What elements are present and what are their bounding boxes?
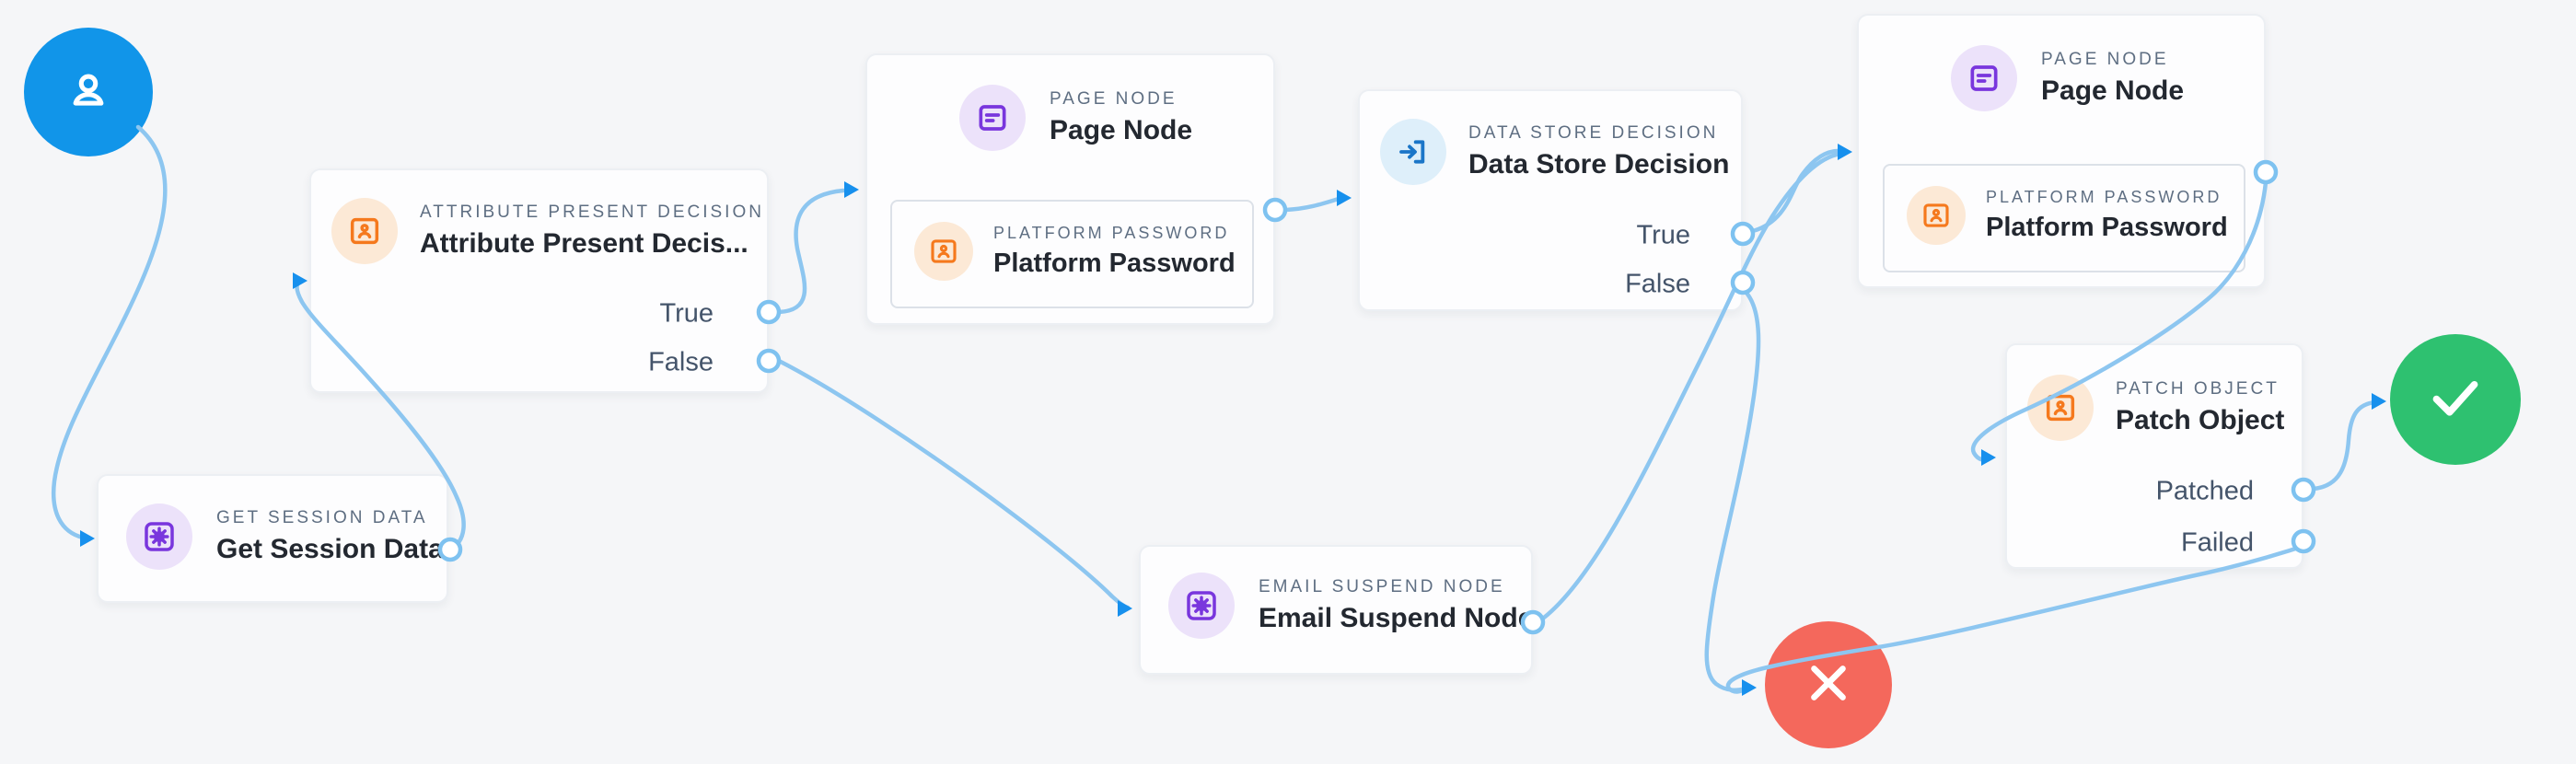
output-true-label: True	[659, 298, 714, 329]
arrowhead	[1118, 600, 1132, 617]
x-icon	[1797, 652, 1860, 719]
user-icon	[59, 61, 118, 124]
node-page-node-2[interactable]: PAGE NODE Page Node PLATFORM PASSWORD Pl…	[1857, 14, 2266, 288]
id-card-icon	[331, 198, 398, 264]
start-node[interactable]	[24, 28, 153, 156]
node-category-label: PAGE NODE	[1050, 89, 1178, 109]
output-false-label: False	[648, 347, 714, 377]
node-title: Attribute Present Decis...	[420, 228, 748, 259]
subnode-category-label: PLATFORM PASSWORD	[1986, 188, 2222, 206]
arrowhead	[2372, 393, 2386, 410]
node-title: Email Suspend Node	[1259, 603, 1534, 633]
arrowhead	[1337, 190, 1352, 206]
page-icon	[959, 85, 1026, 151]
node-page-node-1[interactable]: PAGE NODE Page Node PLATFORM PASSWORD Pl…	[865, 53, 1275, 325]
edge-attribute-true-to-page-node-1	[776, 188, 846, 315]
node-attribute-present-decision[interactable]: ATTRIBUTE PRESENT DECISION Attribute Pre…	[309, 168, 769, 393]
arrowhead	[1838, 144, 1852, 160]
subnode-title: Platform Password	[993, 249, 1236, 278]
node-category-label: DATA STORE DECISION	[1468, 123, 1719, 143]
node-category-label: PAGE NODE	[2041, 50, 2169, 69]
output-failed-label: Failed	[2181, 527, 2254, 558]
subnode-category-label: PLATFORM PASSWORD	[993, 224, 1230, 242]
failure-node[interactable]	[1765, 621, 1892, 748]
node-title: Get Session Data	[216, 534, 444, 564]
edge-page-node-1-to-data-store	[1282, 196, 1341, 213]
node-data-store-decision[interactable]: DATA STORE DECISION Data Store Decision …	[1358, 89, 1743, 311]
output-false-label: False	[1625, 269, 1690, 299]
page-icon	[1951, 45, 2017, 111]
node-patch-object[interactable]: PATCH OBJECT Patch Object Patched Failed	[2005, 343, 2303, 569]
gear-icon	[126, 504, 192, 570]
arrowhead	[844, 181, 859, 198]
node-email-suspend[interactable]: EMAIL SUSPEND NODE Email Suspend Node	[1139, 545, 1533, 675]
node-title: Patch Object	[2116, 405, 2285, 435]
node-category-label: ATTRIBUTE PRESENT DECISION	[420, 203, 764, 222]
subnode-title: Platform Password	[1986, 213, 2228, 242]
output-true-label: True	[1636, 220, 1690, 250]
arrowhead	[1742, 679, 1757, 696]
edge-data-store-true-to-page-node-2	[1750, 148, 1844, 234]
data-store-icon	[1380, 119, 1446, 185]
edge-data-store-false-to-failure	[1704, 289, 1761, 692]
subnode-platform-password[interactable]: PLATFORM PASSWORD Platform Password	[1883, 164, 2245, 272]
node-category-label: GET SESSION DATA	[216, 508, 428, 527]
arrowhead	[80, 530, 95, 547]
id-card-icon	[914, 222, 973, 281]
success-node[interactable]	[2390, 334, 2521, 465]
node-category-label: PATCH OBJECT	[2116, 379, 2280, 399]
edge-patched-to-success	[2311, 399, 2378, 492]
output-patched-label: Patched	[2155, 476, 2254, 506]
arrowhead	[1981, 449, 1996, 466]
edge-attribute-false-to-email-suspend	[776, 358, 1131, 610]
id-card-icon	[1907, 186, 1966, 245]
node-title: Page Node	[1050, 115, 1193, 145]
id-card-icon	[2027, 375, 2094, 441]
node-category-label: EMAIL SUSPEND NODE	[1259, 577, 1505, 596]
check-icon	[2420, 363, 2490, 437]
node-title: Page Node	[2041, 75, 2185, 106]
gear-icon	[1168, 573, 1235, 639]
node-title: Data Store Decision	[1468, 149, 1730, 179]
subnode-platform-password[interactable]: PLATFORM PASSWORD Platform Password	[890, 200, 1254, 308]
arrowhead	[293, 272, 307, 289]
node-get-session-data[interactable]: GET SESSION DATA Get Session Data	[97, 474, 448, 603]
